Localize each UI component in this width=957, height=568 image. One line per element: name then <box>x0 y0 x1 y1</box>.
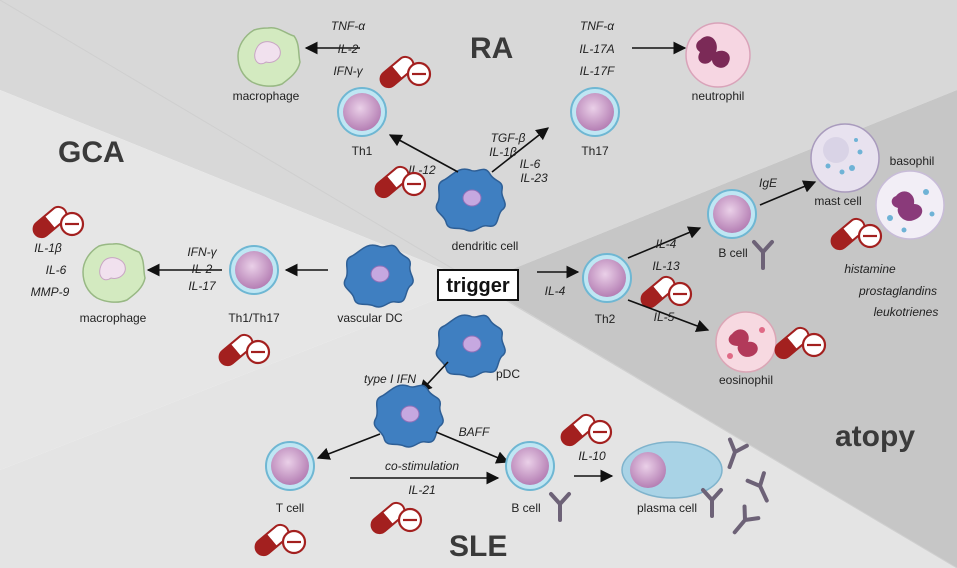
dendritic-cell-icon <box>435 168 506 232</box>
neutrophil-icon <box>685 22 751 88</box>
vascular-dc-label: vascular DC <box>337 311 403 325</box>
arrow-dc-to-th17 <box>491 127 550 173</box>
th17-cytokine-2: IL-17A <box>579 42 614 56</box>
trigger-cytokine-il4: IL-4 <box>545 284 566 298</box>
th1-cell-icon <box>337 87 387 137</box>
macrophage-gca-icon <box>82 242 146 303</box>
basophil-label: basophil <box>890 154 935 168</box>
b-cell-atopy-icon <box>707 189 757 239</box>
eosinophil-icon <box>715 311 777 373</box>
b-cell-sle-label: B cell <box>511 501 540 515</box>
gca-th-cytokine-2: IL-2 <box>192 262 213 276</box>
gca-th-cytokine-3: IL-17 <box>188 279 217 293</box>
th1-cytokine-3: IFN-γ <box>333 64 363 78</box>
dc-cytokine-il23: IL-23 <box>520 171 548 185</box>
mediator-leukotrienes: leukotrienes <box>874 305 939 319</box>
macrophage-ra-icon <box>237 26 301 87</box>
th17-label: Th17 <box>581 144 609 158</box>
gca-macrophage-cytokine-2: IL-6 <box>46 263 67 277</box>
b-cell-sle-icon <box>505 441 555 491</box>
pdc-label: pDC <box>496 367 520 381</box>
plasma-cell-icon <box>621 441 723 499</box>
mast-cell-label: mast cell <box>814 194 861 208</box>
region-atopy-background <box>478 90 957 568</box>
trigger-label: trigger <box>446 275 510 297</box>
th1-cytokine-1: TNF-α <box>331 19 366 33</box>
neutrophil-label: neutrophil <box>692 89 745 103</box>
region-title-gca: GCA <box>58 136 125 169</box>
th1-th17-label: Th1/Th17 <box>228 311 280 325</box>
dc-cytokine-tgfb: TGF-β <box>491 131 526 145</box>
th2-cell-icon <box>582 253 632 303</box>
th2-cytokine-il4: IL-4 <box>656 237 677 251</box>
mast-cell-icon <box>810 123 880 193</box>
gca-macrophage-cytokine-3: MMP-9 <box>31 285 70 299</box>
arrow-dc-to-th1 <box>388 134 459 173</box>
th1-th17-cell-icon <box>229 245 279 295</box>
region-sle-background <box>0 283 957 568</box>
th2-cytokine-il5: IL-5 <box>654 310 675 324</box>
arrow-th2-to-bcell <box>627 226 702 259</box>
th1-cytokine-2: IL-2 <box>338 42 359 56</box>
gca-macrophage-cytokine-1: IL-1β <box>34 241 62 255</box>
region-title-sle: SLE <box>449 530 507 563</box>
pdc-icon <box>435 314 506 378</box>
th2-label: Th2 <box>595 312 616 326</box>
arrow-dc-to-tcell <box>316 433 381 460</box>
region-title-atopy: atopy <box>835 420 915 453</box>
b-cell-atopy-label: B cell <box>718 246 747 260</box>
sle-costimulation-label: co-stimulation <box>385 459 459 473</box>
eosinophil-label: eosinophil <box>719 373 773 387</box>
bcell-cytokine-ige: IgE <box>759 176 778 190</box>
macrophage-ra-label: macrophage <box>233 89 300 103</box>
region-gca-background <box>0 0 478 470</box>
th17-cytokine-1: TNF-α <box>580 19 615 33</box>
dc-cytokine-il6: IL-6 <box>520 157 541 171</box>
arrow-dc-to-bcell <box>435 431 510 464</box>
gca-th-cytokine-1: IFN-γ <box>187 245 217 259</box>
trigger-box <box>437 269 519 301</box>
sle-cytokine-il21: IL-21 <box>408 483 435 497</box>
dc-cytokine-il1b: IL-1β <box>489 145 517 159</box>
macrophage-gca-label: macrophage <box>80 311 147 325</box>
plasma-cell-label: plasma cell <box>637 501 697 515</box>
region-title-ra: RA <box>470 32 513 65</box>
dendritic-cell-label: dendritic cell <box>452 239 519 253</box>
th17-cell-icon <box>570 87 620 137</box>
t-cell-label: T cell <box>276 501 304 515</box>
mediator-histamine: histamine <box>844 262 896 276</box>
sle-dendritic-cell-icon <box>373 384 444 448</box>
t-cell-icon <box>265 441 315 491</box>
th17-cytokine-3: IL-17F <box>580 64 615 78</box>
arrow-th2-to-eosinophil <box>627 299 710 332</box>
vascular-dc-icon <box>343 244 414 308</box>
arrow-bcell-to-mastcell <box>759 180 817 206</box>
sle-cytokine-il10: IL-10 <box>578 449 606 463</box>
mediator-prostaglandins: prostaglandins <box>858 284 937 298</box>
th2-cytokine-il13: IL-13 <box>652 259 680 273</box>
basophil-icon <box>875 170 945 240</box>
sle-cytokine-baff: BAFF <box>459 425 490 439</box>
pdc-cytokine-ifn: type I IFN <box>364 372 416 386</box>
th1-label: Th1 <box>352 144 373 158</box>
